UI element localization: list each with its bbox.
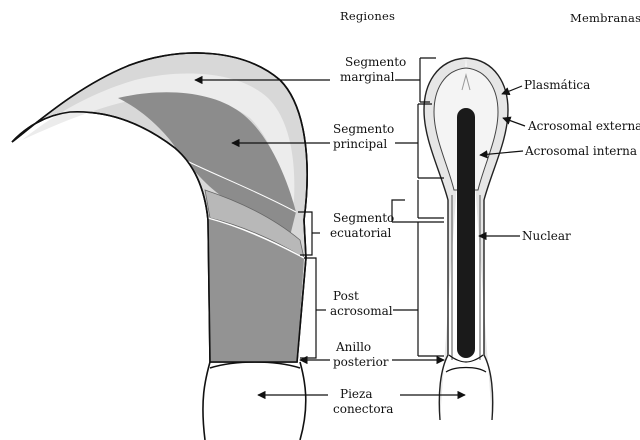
label-marginal-1: Segmento (345, 55, 406, 69)
label-plasmatic: Plasmática (524, 78, 590, 92)
neck-upper-curve (210, 362, 300, 368)
label-equatorial-2: ecuatorial (330, 226, 391, 240)
label-inner-acrosomal: Acrosomal interna (524, 144, 637, 158)
label-principal-1: Segmento (333, 122, 394, 136)
label-equatorial-1: Segmento (333, 211, 394, 225)
header-membranes: Membranas (570, 11, 640, 25)
label-principal-2: principal (333, 137, 387, 151)
label-connecting-1: Pieza (340, 387, 373, 401)
label-nuclear: Nuclear (522, 229, 571, 243)
label-posterior-ring-1: Anillo (335, 340, 371, 354)
nucleus-shape (457, 108, 475, 358)
sperm-head-section-view (424, 58, 508, 420)
label-marginal-2: marginal (340, 70, 395, 84)
label-postacrosomal-2: acrosomal (330, 304, 393, 318)
label-outer-acrosomal: Acrosomal externa (527, 119, 640, 133)
connecting-piece-shape (203, 362, 306, 440)
sperm-head-side-view (12, 53, 307, 440)
label-posterior-ring-2: posterior (333, 355, 389, 369)
label-postacrosomal-1: Post (333, 289, 359, 303)
header-regions: Regiones (340, 9, 395, 23)
label-connecting-2: conectora (333, 402, 393, 416)
